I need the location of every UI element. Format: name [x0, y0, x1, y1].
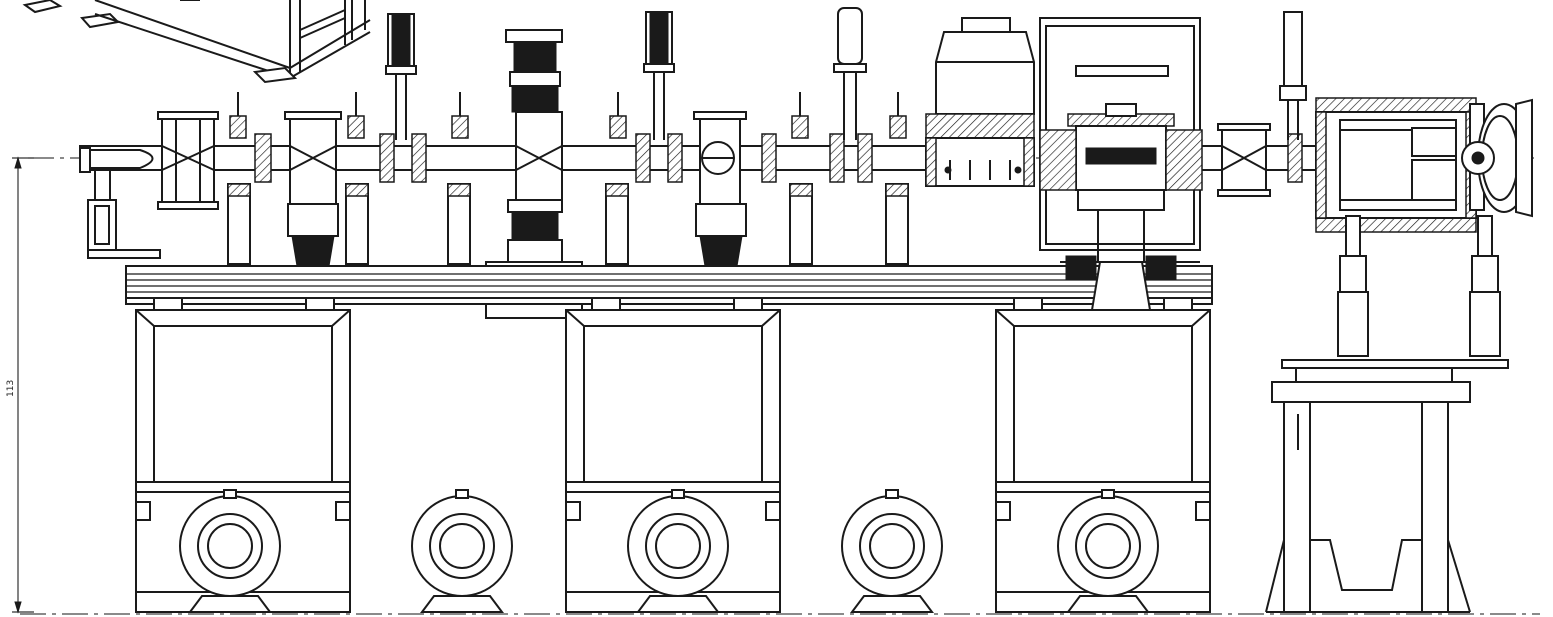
rough-pump-4	[841, 489, 943, 613]
rough-pump-3	[627, 489, 729, 613]
rough-pump-2	[411, 489, 513, 613]
end-cap-disc	[1461, 98, 1533, 218]
cross-fitting-3	[515, 111, 563, 209]
rough-pump-5	[1057, 489, 1159, 613]
vacuum-pump-stack	[505, 29, 563, 265]
valve-actuator-4	[1279, 11, 1307, 140]
right-stand-adjusters	[1281, 215, 1509, 369]
top-gauges	[229, 92, 907, 139]
cross-fitting-2	[284, 111, 342, 209]
height-dimension: 113	[6, 156, 34, 614]
target-chamber	[1039, 17, 1203, 333]
inlet-nozzle	[79, 147, 161, 259]
cross-fitting-5	[1217, 123, 1271, 197]
right-stand	[1265, 367, 1471, 613]
cross-fitting-1	[157, 111, 219, 210]
valve-actuator-1	[385, 13, 417, 140]
valve-actuator-3	[833, 7, 867, 140]
magnet-chamber	[1315, 97, 1477, 233]
cross-fitting-4	[693, 111, 747, 209]
pipe-supports	[227, 183, 909, 265]
detector-chamber	[925, 17, 1035, 187]
valve-actuator-2	[643, 11, 675, 140]
height-dimension-label: 113	[6, 380, 16, 397]
support-rail	[125, 265, 1213, 311]
isometric-frame-inset	[22, 0, 371, 84]
rough-pump-1	[179, 489, 281, 613]
pipe-flanges	[254, 133, 1303, 183]
